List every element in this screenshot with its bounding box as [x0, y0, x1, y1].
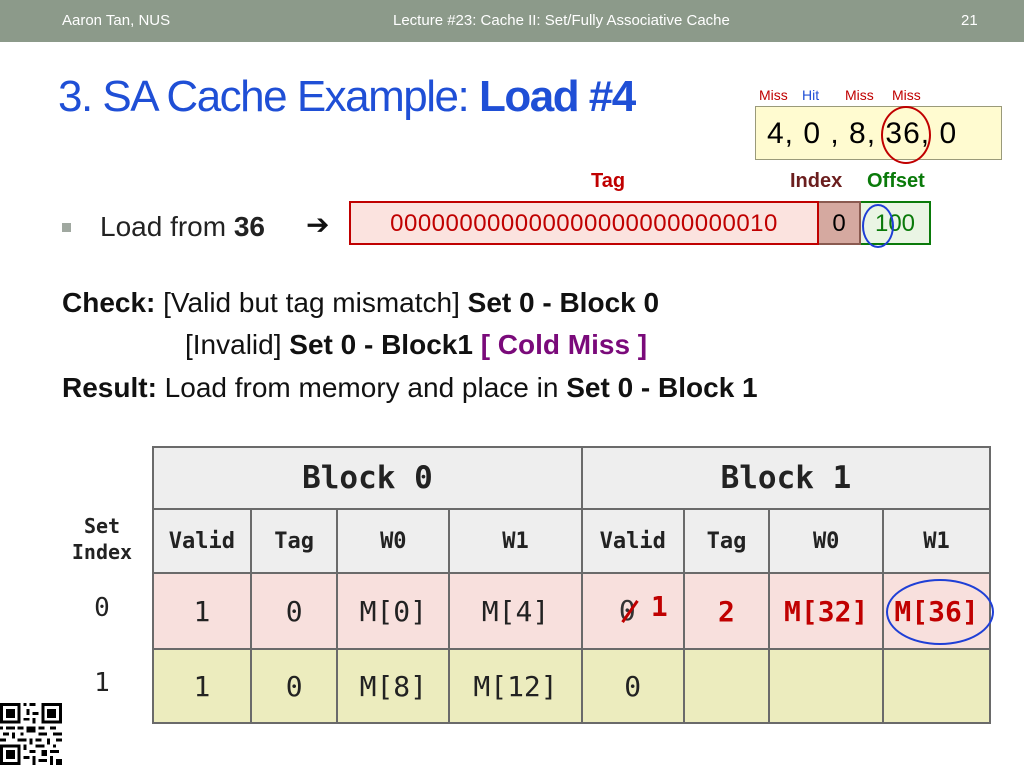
- table-cell: M[4]: [448, 572, 583, 650]
- table-cell: M[32]: [768, 572, 885, 650]
- set-index-0: 0: [94, 593, 110, 623]
- new-valid-value: 1: [650, 590, 668, 623]
- slide-header: Aaron Tan, NUS Lecture #23: Cache II: Se…: [0, 0, 1024, 42]
- col-header: W0: [336, 508, 451, 574]
- address-index-field: 0: [819, 201, 861, 245]
- table-cell: 2: [682, 572, 771, 650]
- table-row: 1 0 M[0] M[4] 0 1 2 M[32] M[36]: [152, 572, 991, 650]
- index-label: Index: [790, 170, 843, 192]
- load-label: Load from: [100, 211, 234, 242]
- title-prefix: 3. SA Cache Example:: [58, 72, 479, 121]
- check-line-1: Check: [Valid but tag mismatch] Set 0 - …: [62, 287, 659, 319]
- word-offset-circle: [862, 204, 894, 248]
- table-cell: [882, 648, 991, 724]
- author: Aaron Tan, NUS: [62, 12, 171, 29]
- col-header: Valid: [580, 508, 685, 574]
- check-line2-text: [Invalid]: [185, 329, 290, 360]
- slide-title: 3. SA Cache Example: Load #4: [58, 72, 636, 122]
- block-1-header: Block 1: [580, 446, 992, 510]
- seq-label-miss-2: Miss: [845, 87, 874, 103]
- table-cell: 0: [249, 648, 339, 724]
- check-label: Check:: [62, 287, 156, 318]
- result-bold: Set 0 - Block 1: [566, 372, 758, 403]
- seq-label-hit: Hit: [802, 87, 820, 103]
- table-cell: [682, 648, 771, 724]
- table-cell: M[0]: [336, 572, 451, 650]
- lecture-title: Lecture #23: Cache II: Set/Fully Associa…: [393, 12, 730, 29]
- set-index-header: Set Index: [62, 513, 142, 565]
- right-arrow-icon: ➔: [306, 209, 330, 240]
- cache-table: Block 0 Block 1 Valid Tag W0 W1 Valid Ta…: [152, 446, 992, 724]
- cold-miss-label: [ Cold Miss ]: [480, 329, 648, 360]
- access-sequence-box: 4, 0 , 8, 36, 0: [755, 106, 1002, 160]
- load-from-text: Load from 36: [100, 211, 265, 243]
- col-header: W1: [882, 508, 991, 574]
- check-line2-bold: Set 0 - Block1: [289, 329, 481, 360]
- col-header: Valid: [152, 508, 252, 574]
- table-cell: M[8]: [336, 648, 451, 724]
- tag-label: Tag: [591, 170, 626, 192]
- offset-label: Offset: [867, 170, 925, 192]
- bullet-icon: [62, 223, 71, 232]
- check-line1-text: [Valid but tag mismatch]: [155, 287, 468, 318]
- check-line-2: [Invalid] Set 0 - Block1 [ Cold Miss ]: [185, 329, 647, 361]
- result-line: Result: Load from memory and place in Se…: [62, 372, 758, 404]
- table-cell: M[12]: [448, 648, 583, 724]
- set-index-1: 1: [94, 668, 110, 698]
- seq-label-miss-1: Miss: [759, 87, 788, 103]
- set-index-label-line2: Index: [71, 540, 133, 564]
- col-header: Tag: [249, 508, 339, 574]
- load-address: 36: [233, 211, 266, 242]
- table-cell: 0: [249, 572, 339, 650]
- current-access-circle: [881, 106, 931, 164]
- table-cell: 1: [152, 572, 252, 650]
- table-row: 1 0 M[8] M[12] 0: [152, 648, 991, 724]
- col-header: Tag: [682, 508, 771, 574]
- set-index-label-line1: Set: [83, 514, 121, 538]
- table-cell: [768, 648, 885, 724]
- result-text: Load from memory and place in: [156, 372, 567, 403]
- page-number: 21: [961, 12, 978, 29]
- table-cell: 0: [580, 648, 685, 724]
- title-bold: Load #4: [478, 72, 636, 121]
- check-line1-bold: Set 0 - Block 0: [467, 287, 660, 318]
- block-0-header: Block 0: [152, 446, 583, 510]
- qr-code-icon: [0, 703, 62, 765]
- address-tag-field: 0000000000000000000000000010: [349, 201, 819, 245]
- table-cell-updated-valid: 0 1: [580, 572, 685, 650]
- result-label: Result:: [62, 372, 157, 403]
- col-header: W1: [448, 508, 583, 574]
- loaded-word-circle: [886, 579, 994, 645]
- table-cell: 1: [152, 648, 252, 724]
- col-header: W0: [768, 508, 885, 574]
- seq-label-miss-3: Miss: [892, 87, 921, 103]
